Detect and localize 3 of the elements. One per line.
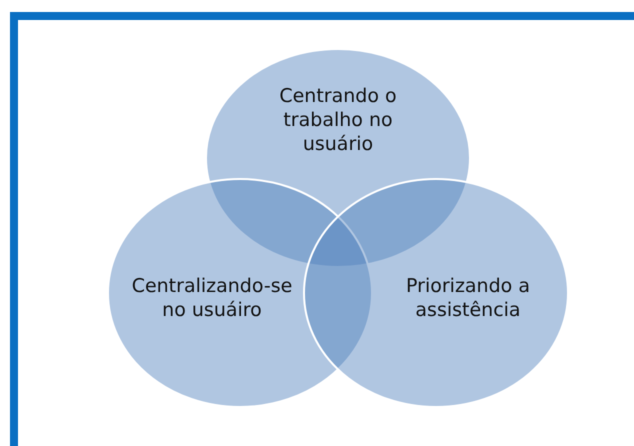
circle-label: Priorizando a assistência [405, 274, 531, 322]
circle-label: Centrando o trabalho no usuário [278, 84, 398, 156]
circle-label: Centralizando-se no usuáiro [130, 274, 294, 322]
